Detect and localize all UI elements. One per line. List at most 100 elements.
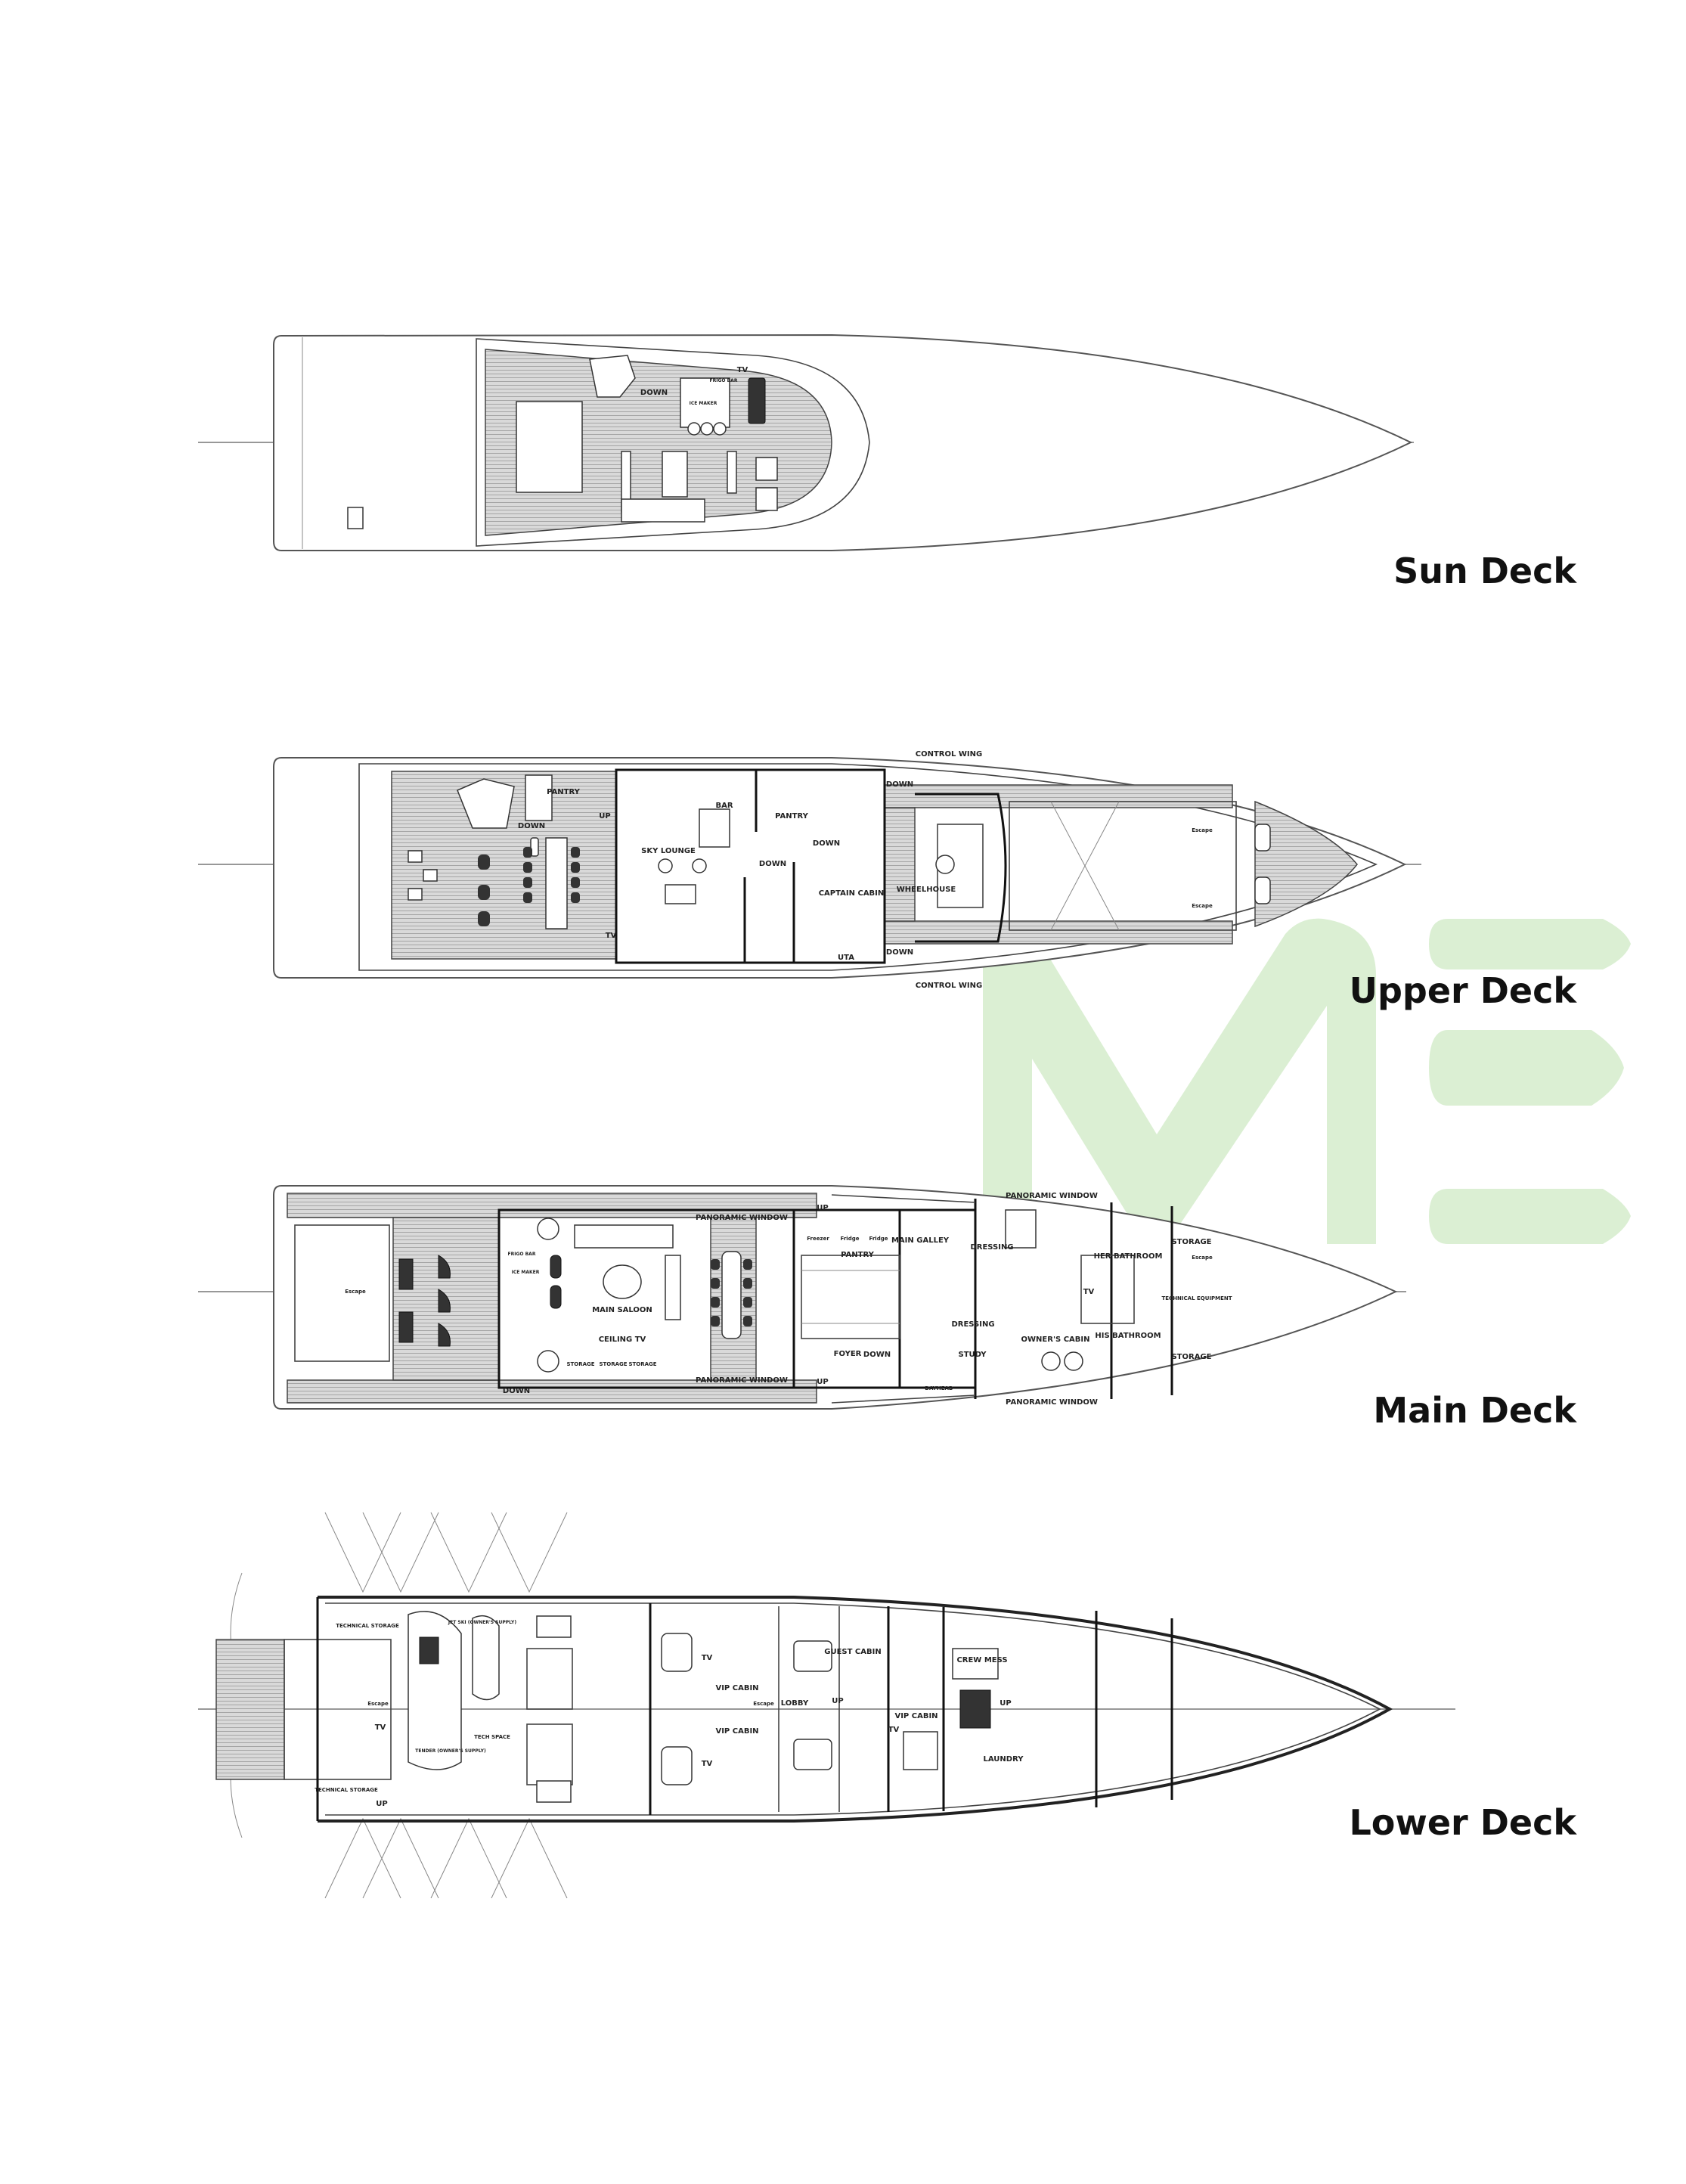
stairs (589, 355, 636, 398)
tv-label: TV (375, 1723, 386, 1732)
storage-label: STORAGE (1171, 1238, 1211, 1246)
main-saloon-label: MAIN SALOON (592, 1306, 652, 1314)
main-deck-title: Main Deck (1373, 1390, 1576, 1431)
storage-label: STORAGE (1171, 1353, 1211, 1361)
storage-label: STORAGE (628, 1361, 656, 1367)
frigo-bar-label: FRIGO BAR (710, 378, 738, 383)
panoramic-window-label: PANORAMIC WINDOW (1006, 1398, 1098, 1407)
jet-ski (472, 1615, 500, 1701)
dayhead-label: DAYHEAD (925, 1385, 953, 1391)
tv-label: TV (702, 1760, 713, 1768)
ceiling-tv-label: CEILING TV (599, 1336, 646, 1344)
engine (526, 1723, 573, 1785)
up-label: UP (817, 1378, 828, 1386)
technical-equipment-label: TECHNICAL EQUIPMENT (1162, 1295, 1232, 1301)
bar-counter (680, 377, 730, 428)
up-label: UP (1000, 1699, 1011, 1708)
lower-deck-hull (318, 1596, 1393, 1823)
lobby-label: LOBBY (781, 1699, 809, 1708)
fridge (748, 377, 766, 424)
vip-cabin-label: VIP CABIN (715, 1727, 758, 1736)
frigo-bar-label: FRIGO BAR (508, 1252, 536, 1257)
uta-label: UTA (838, 954, 854, 962)
down-label: DOWN (886, 948, 913, 957)
panoramic-window-label: PANORAMIC WINDOW (696, 1376, 788, 1385)
sun-deck-title: Sun Deck (1393, 551, 1576, 591)
sun-deck-plan: TV DOWN FRIGO BAR ICE MAKER (198, 333, 1414, 551)
lower-deck-title: Lower Deck (1349, 1802, 1576, 1843)
up-label: UP (817, 1204, 828, 1212)
pantry-label: PANTRY (547, 788, 580, 796)
jet-ski-label: JET SKI (OWNER'S SUPPLY) (448, 1620, 516, 1625)
down-label: DOWN (503, 1387, 530, 1395)
her-bathroom-label: HER BATHROOM (1094, 1252, 1163, 1261)
down-label: DOWN (640, 389, 668, 397)
fridge-label: Fridge (841, 1236, 860, 1242)
owners-cabin-label: OWNER'S CABIN (1021, 1336, 1090, 1344)
up-label: UP (599, 812, 610, 821)
sun-deck-superstructure (476, 338, 870, 547)
main-galley-label: MAIN GALLEY (891, 1236, 950, 1245)
study-label: STUDY (959, 1351, 987, 1359)
captain-cabin-label: CAPTAIN CABIN (819, 889, 885, 898)
freezer-label: Freezer (807, 1236, 829, 1242)
up-label: UP (832, 1697, 843, 1705)
bar-label: BAR (715, 802, 733, 810)
upper-deck-plan: PANTRY PANTRY BAR SKY LOUNGE DOWN DOWN D… (198, 750, 1421, 990)
vip-cabin-label: VIP CABIN (715, 1684, 758, 1692)
upper-stairs (457, 778, 515, 829)
main-dining-table (721, 1251, 742, 1339)
escape-label: Escape (1192, 1255, 1213, 1261)
lower-deck-plan: TECHNICAL STORAGE TECHNICAL STORAGE JET … (198, 1512, 1455, 1899)
crew-stairs (959, 1689, 991, 1729)
foyer-label: FOYER (834, 1350, 862, 1358)
storage-label: STORAGE (566, 1361, 594, 1367)
technical-storage-label: TECHNICAL STORAGE (315, 1787, 378, 1793)
dressing-label: DRESSING (951, 1320, 994, 1329)
technical-storage-label: TECHNICAL STORAGE (336, 1623, 399, 1629)
tv-label: TV (1083, 1288, 1095, 1296)
panoramic-window-label: PANORAMIC WINDOW (1006, 1192, 1098, 1200)
storage-label: STORAGE (599, 1361, 627, 1367)
tender-label: TENDER (OWNER'S SUPPLY) (415, 1748, 486, 1754)
tv-label: TV (606, 932, 617, 940)
tender (408, 1611, 462, 1770)
laundry-label: LAUNDRY (984, 1755, 1024, 1764)
down-label: DOWN (759, 860, 786, 868)
tv-label: TV (702, 1654, 713, 1662)
sky-lounge-label: SKY LOUNGE (641, 847, 696, 855)
wheelhouse-label: WHEELHOUSE (897, 886, 956, 894)
crew-mess-label: CREW MESS (956, 1656, 1007, 1664)
pantry-label-2: PANTRY (775, 812, 808, 821)
panoramic-window-label: PANORAMIC WINDOW (696, 1214, 788, 1222)
swim-platform (215, 1639, 285, 1780)
up-label: UP (376, 1800, 387, 1808)
upper-deck-title: Upper Deck (1349, 970, 1576, 1011)
dining-table (545, 837, 568, 929)
main-deck-plan: PANORAMIC WINDOW PANORAMIC WINDOW PANORA… (198, 1185, 1406, 1410)
vip-cabin-label: VIP CABIN (894, 1712, 938, 1720)
down-label: DOWN (518, 822, 545, 830)
fridge-label: Fridge (869, 1236, 888, 1242)
ice-maker-label: ICE MAKER (690, 401, 717, 406)
sofa (662, 451, 688, 498)
tv-label: TV (737, 366, 748, 374)
his-bathroom-label: HIS BATHROOM (1095, 1332, 1161, 1340)
control-wing-label: CONTROL WING (916, 750, 982, 759)
tv-label: TV (888, 1726, 900, 1734)
underwater-light-beams (230, 1512, 568, 1899)
down-label: DOWN (863, 1351, 891, 1359)
sunpad (516, 401, 583, 493)
escape-label: Escape (367, 1701, 389, 1707)
dressing-label: DRESSING (970, 1243, 1013, 1252)
sun-deck-hull (273, 333, 1413, 551)
engine (526, 1648, 573, 1710)
coffee-table (603, 1264, 642, 1299)
escape-label: Escape (345, 1289, 366, 1295)
tech-space-label: TECH SPACE (474, 1734, 510, 1740)
escape-label: Escape (753, 1701, 774, 1707)
down-label: DOWN (886, 780, 913, 789)
guest-cabin-label: GUEST CABIN (824, 1648, 881, 1656)
pantry-label: PANTRY (841, 1251, 874, 1259)
